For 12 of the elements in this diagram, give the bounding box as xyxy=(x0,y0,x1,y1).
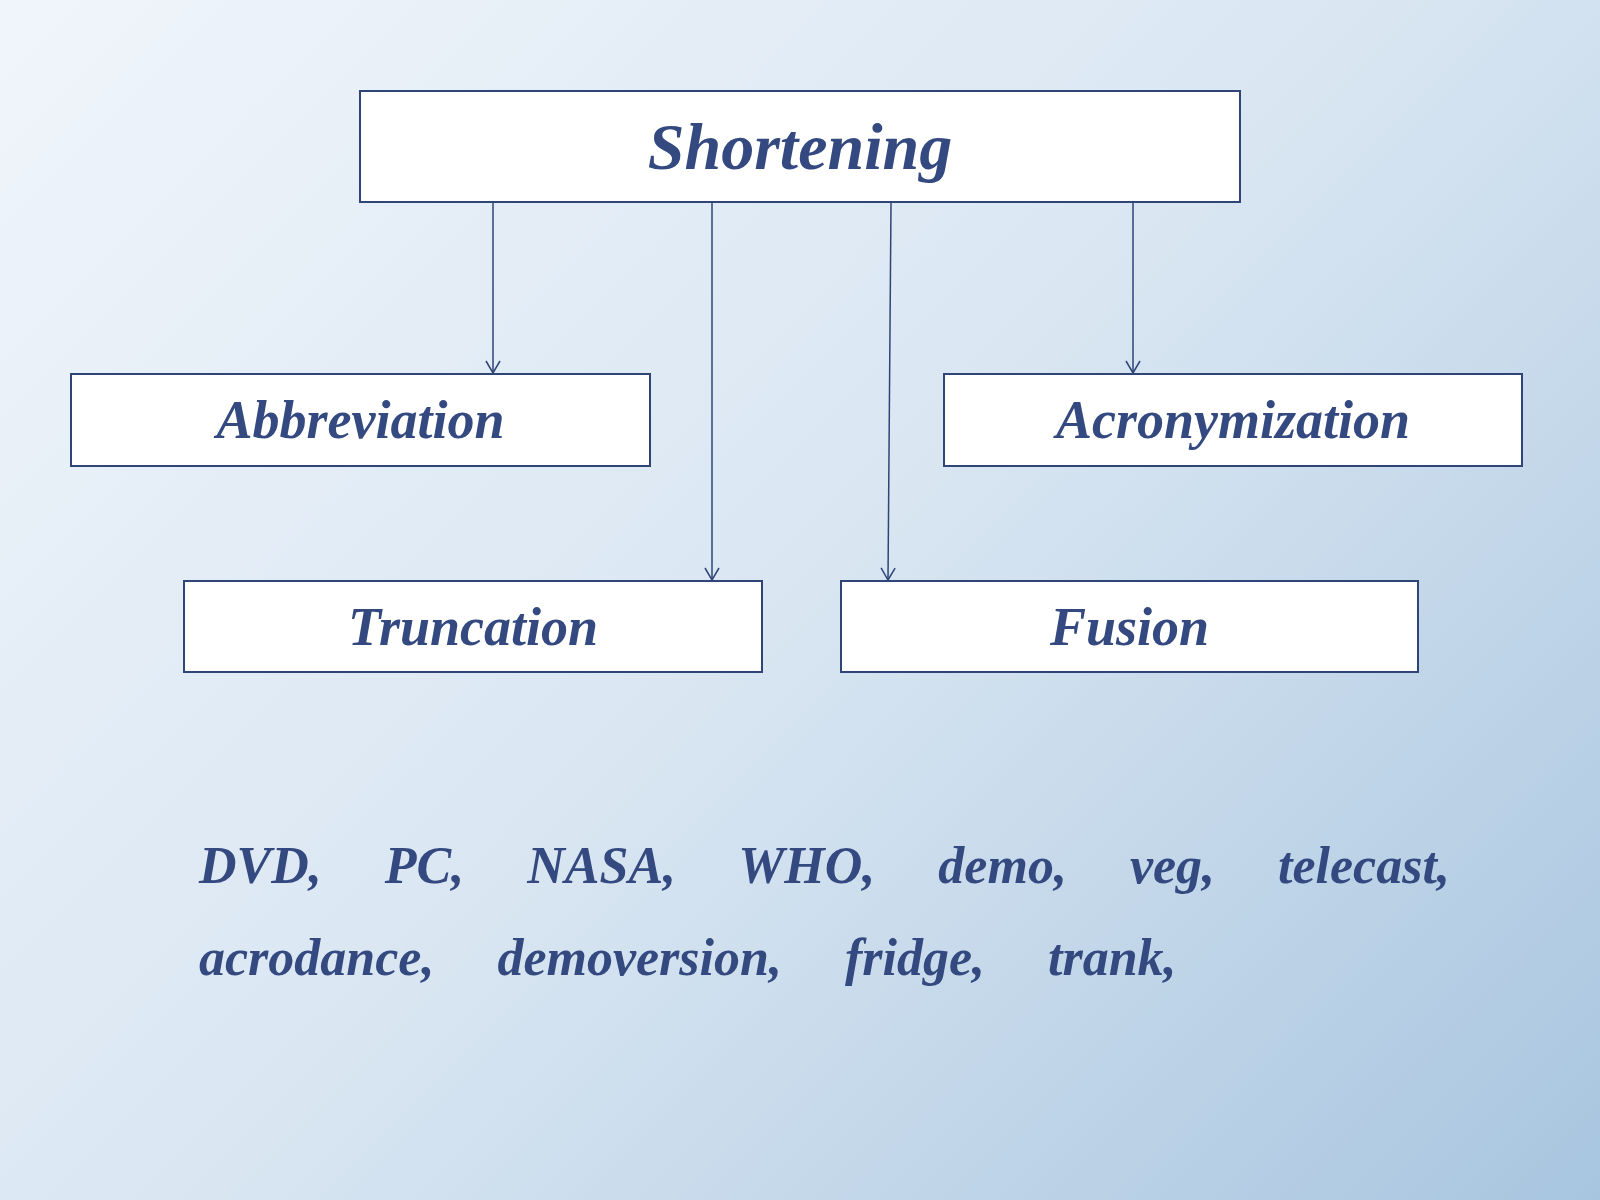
arrow xyxy=(1125,202,1141,374)
category-label: Truncation xyxy=(347,599,599,654)
category-box xyxy=(943,373,1523,467)
arrow xyxy=(704,202,720,581)
arrow xyxy=(880,202,896,581)
category-box xyxy=(840,580,1419,673)
category-box xyxy=(359,90,1241,203)
examples-text: DVD, PC, NASA, WHO, demo, veg, telecast, acrodance, demoversion, fridge, trank, xyxy=(199,836,1451,988)
category-box xyxy=(183,580,763,673)
category-label: Fusion xyxy=(1049,599,1210,654)
arrow xyxy=(485,202,501,374)
category-box xyxy=(70,373,651,467)
